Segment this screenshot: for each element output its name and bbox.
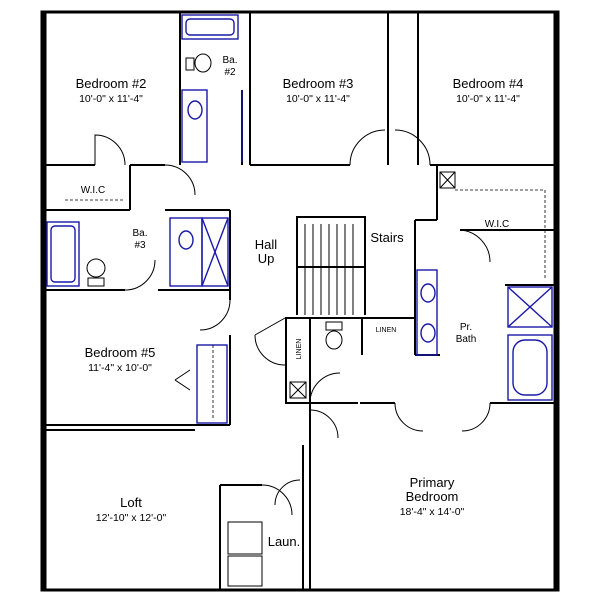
bedroom-3-name: Bedroom #3: [283, 76, 354, 91]
loft-name: Loft: [120, 495, 142, 510]
loft-size: 12'-10" x 12'-0": [96, 512, 167, 524]
bedroom-3-size: 10'-0" x 11'-4": [286, 93, 350, 105]
bedroom-4-size: 10'-0" x 11'-4": [456, 93, 520, 105]
ba3-label-2: #3: [134, 240, 146, 251]
stairs-label: Stairs: [370, 230, 404, 245]
pr-bath-label-1: Pr.: [460, 322, 472, 333]
hall-label: Hall: [255, 237, 278, 252]
ba3-label-1: Ba.: [132, 228, 147, 239]
door-swings: [94, 129, 491, 516]
ba2-label-2: #2: [224, 67, 236, 78]
primary-bedroom-name-line1: Primary: [410, 475, 455, 490]
wic-left-label: W.I.C: [81, 185, 105, 196]
wic-right-label: W.I.C: [485, 219, 509, 230]
laundry-label: Laun.: [268, 534, 301, 549]
bedroom-4-name: Bedroom #4: [453, 76, 524, 91]
linen-horizontal-label: LINEN: [376, 327, 397, 334]
bedroom-5-name: Bedroom #5: [85, 345, 156, 360]
room-labels: Bedroom #2 10'-0" x 11'-4" Bedroom #3 10…: [76, 55, 524, 549]
bedroom-2-name: Bedroom #2: [76, 76, 147, 91]
linen-vertical-label: LINEN: [296, 339, 303, 360]
hall-up-label: Up: [258, 251, 275, 266]
bedroom-5-size: 11'-4" x 10'-0": [88, 362, 152, 374]
plumbing-fixtures: [46, 14, 553, 424]
pr-bath-label-2: Bath: [456, 334, 477, 345]
primary-bedroom-name-line2: Bedroom: [406, 489, 459, 504]
primary-bedroom-size: 18'-4" x 14'-0": [400, 506, 465, 518]
exterior-walls: [40, 10, 560, 592]
bedroom-2-size: 10'-0" x 11'-4": [79, 93, 143, 105]
interior-walls: [45, 12, 555, 590]
ba2-label-1: Ba.: [222, 55, 237, 66]
misc-fixtures: [65, 53, 546, 587]
